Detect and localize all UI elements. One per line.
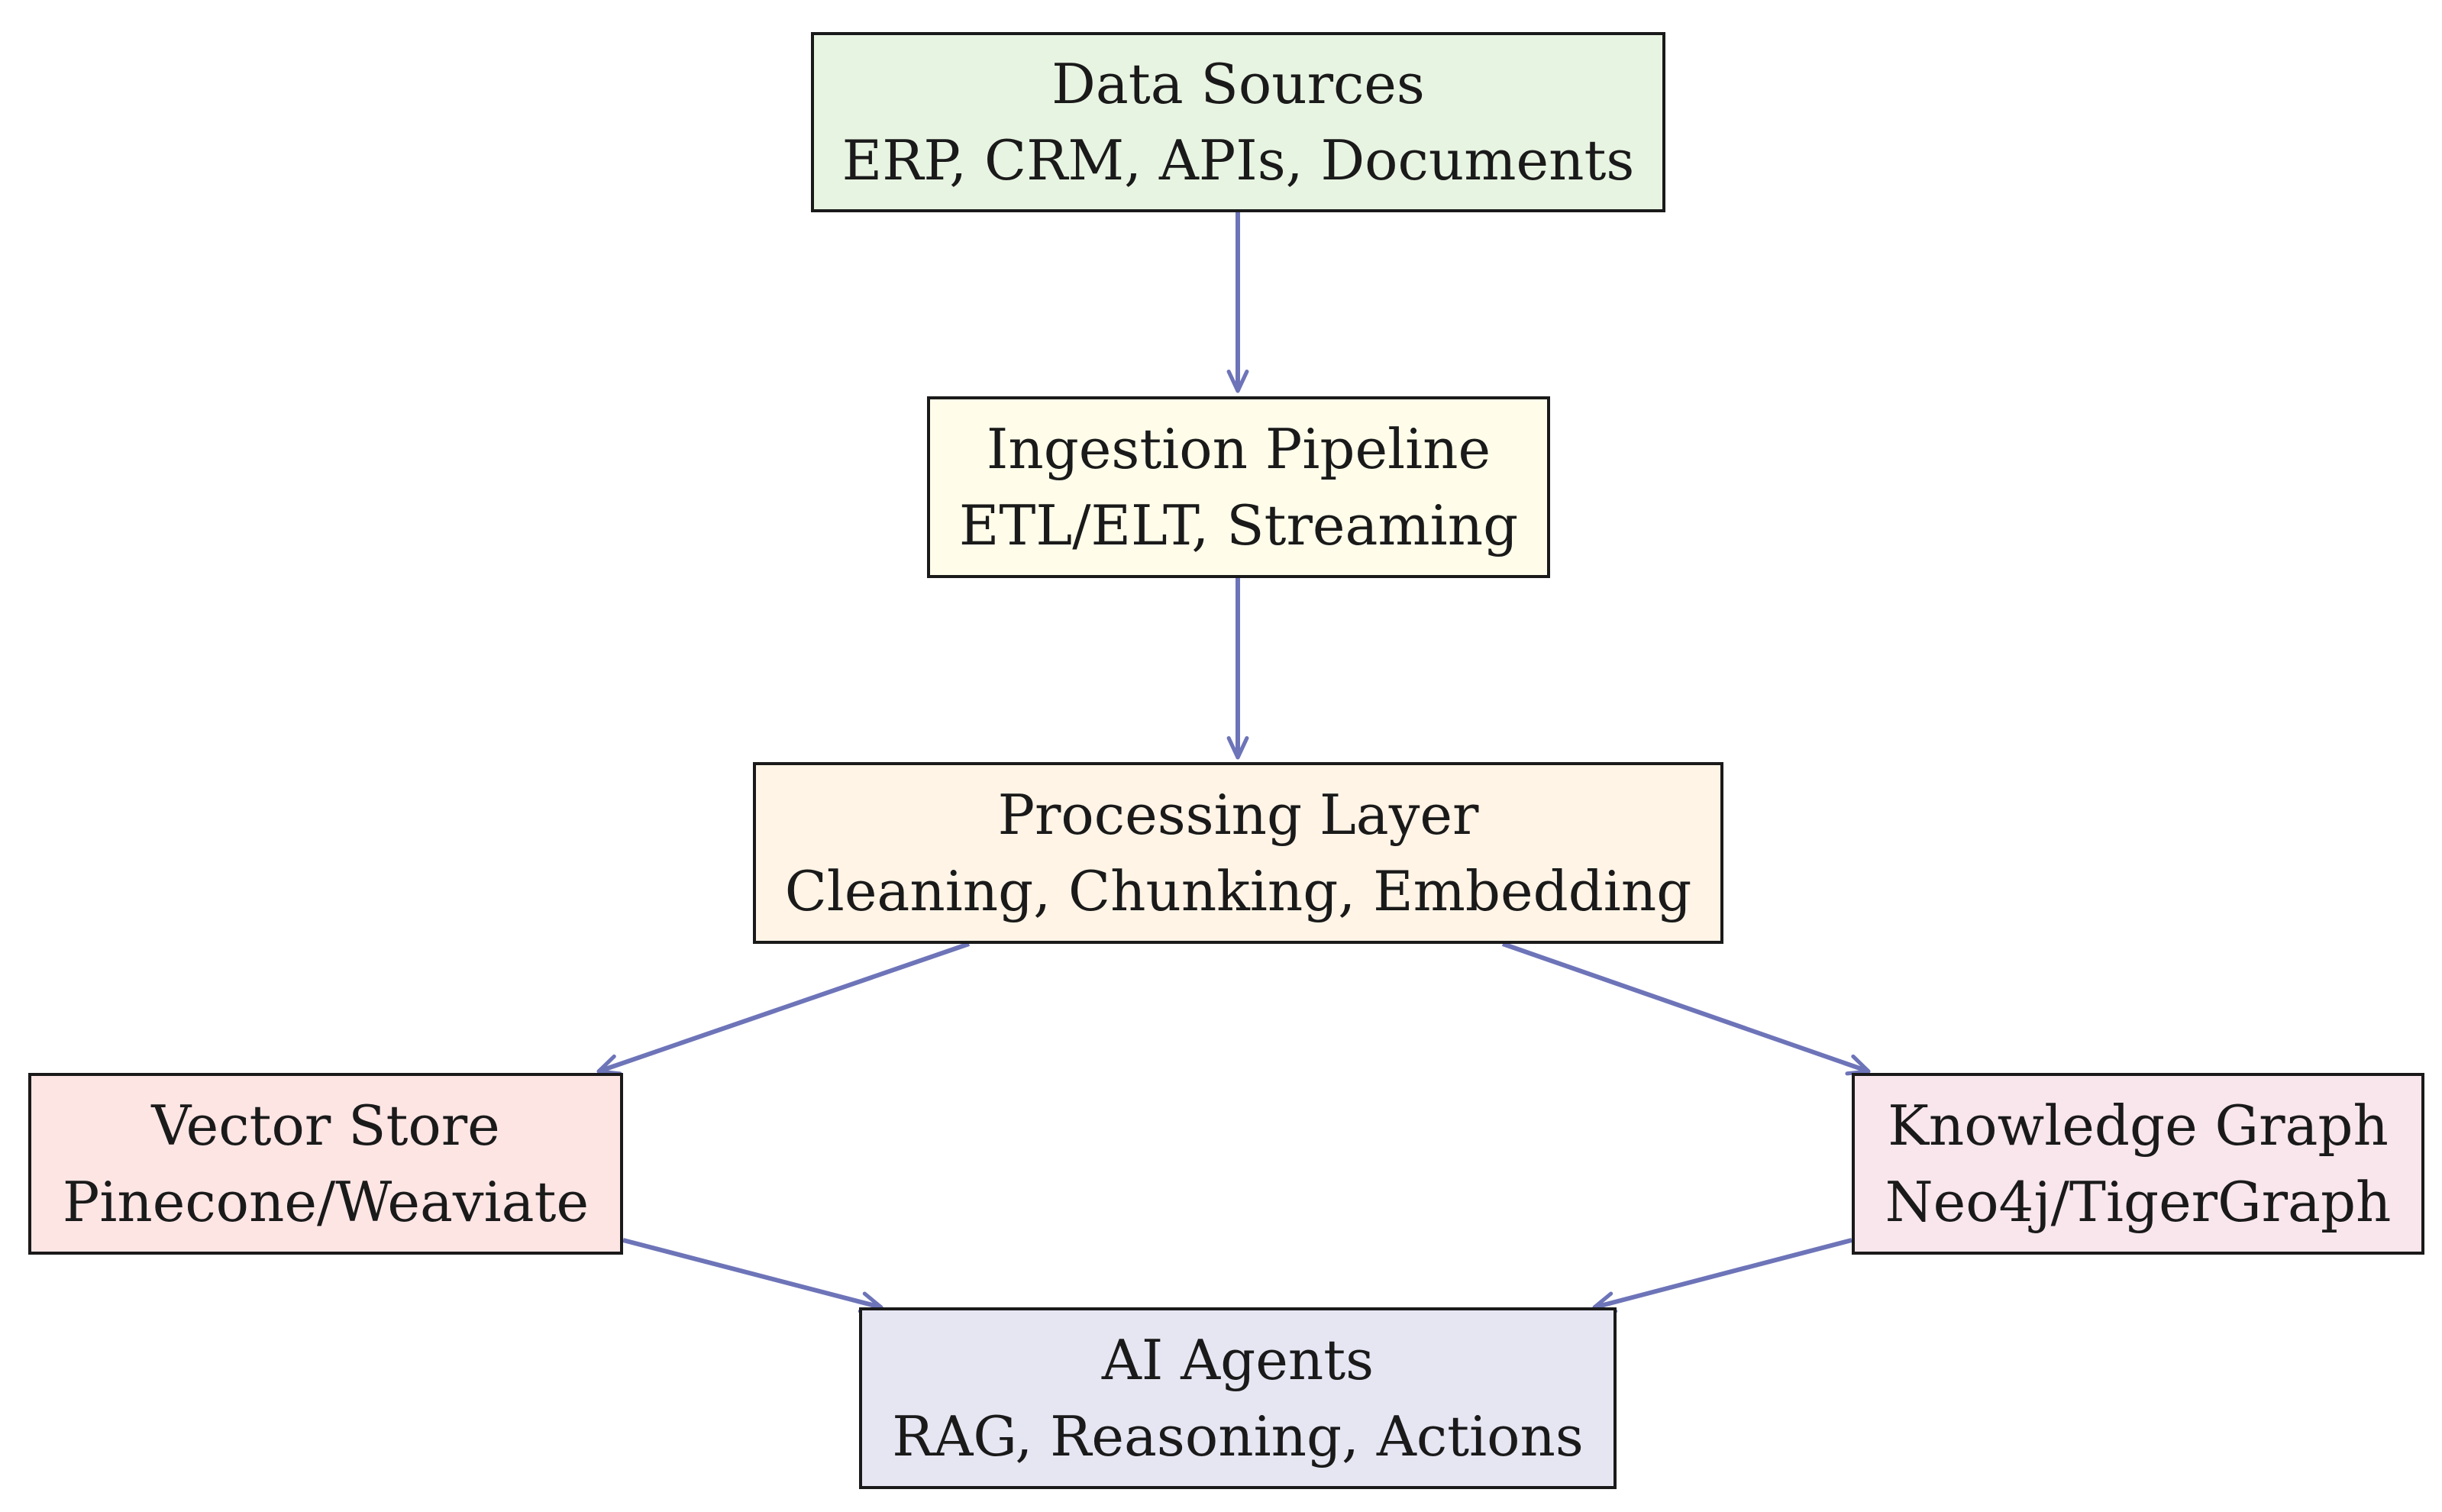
edge-knowledge-graph-to-ai-agents <box>1592 1238 1852 1313</box>
node-ingestion-pipeline-subtitle: ETL/ELT, Streaming <box>958 493 1519 557</box>
node-data-sources-subtitle: ERP, CRM, APIs, Documents <box>841 128 1635 192</box>
node-ingestion-pipeline-title: Ingestion Pipeline <box>986 417 1491 481</box>
node-data-sources: Data Sources ERP, CRM, APIs, Documents <box>811 32 1665 212</box>
node-vector-store-title: Vector Store <box>151 1094 500 1158</box>
edge-processing-to-knowledge-graph <box>1502 942 1871 1076</box>
node-processing-layer: Processing Layer Cleaning, Chunking, Emb… <box>753 762 1723 944</box>
node-vector-store: Vector Store Pinecone/Weaviate <box>28 1073 623 1255</box>
node-ai-agents-title: AI Agents <box>1101 1328 1374 1392</box>
node-ai-agents: AI Agents RAG, Reasoning, Actions <box>859 1307 1617 1489</box>
node-ingestion-pipeline: Ingestion Pipeline ETL/ELT, Streaming <box>927 396 1550 578</box>
node-ai-agents-subtitle: RAG, Reasoning, Actions <box>892 1404 1584 1468</box>
edge-vector-store-to-ai-agents <box>622 1238 883 1313</box>
node-data-sources-title: Data Sources <box>1051 52 1425 116</box>
node-processing-layer-subtitle: Cleaning, Chunking, Embedding <box>784 859 1692 923</box>
node-vector-store-subtitle: Pinecone/Weaviate <box>62 1170 590 1234</box>
edge-processing-to-vector-store <box>596 942 970 1076</box>
node-knowledge-graph: Knowledge Graph Neo4j/TigerGraph <box>1852 1073 2424 1255</box>
node-knowledge-graph-title: Knowledge Graph <box>1888 1094 2389 1158</box>
node-knowledge-graph-subtitle: Neo4j/TigerGraph <box>1885 1170 2392 1234</box>
node-processing-layer-title: Processing Layer <box>997 783 1479 847</box>
